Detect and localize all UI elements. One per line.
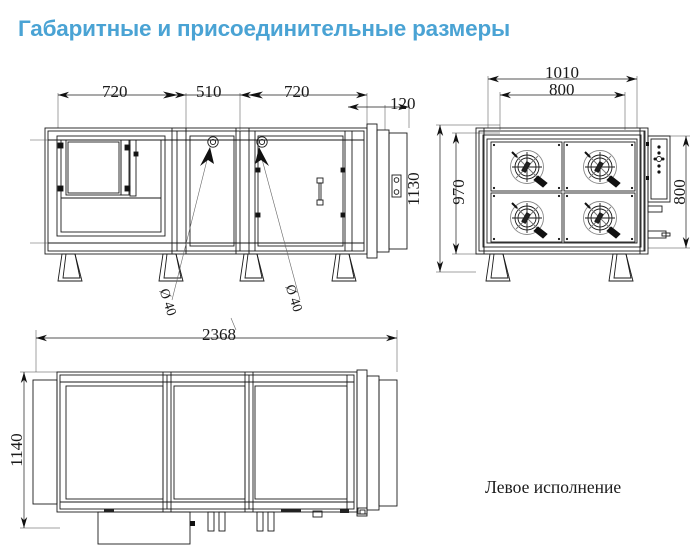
plan-pipe-stubs	[207, 511, 275, 532]
leader-arrow-right	[255, 147, 269, 166]
filter-clamp	[510, 201, 548, 239]
side-port-lower	[647, 230, 667, 239]
drain-port-right	[256, 136, 268, 148]
front-third-module	[255, 135, 346, 247]
door-handle-icon	[316, 177, 324, 206]
filter-clamp	[510, 150, 548, 188]
side-port-upper	[647, 205, 663, 213]
handing-note: Левое исполнение	[485, 477, 622, 497]
dim-text-510: 510	[196, 82, 222, 101]
page-title: Габаритные и присоединительные размеры	[18, 16, 511, 41]
dim-text-720a: 720	[102, 82, 128, 101]
control-box	[646, 135, 671, 203]
front-legs	[57, 253, 357, 282]
plan-top-view	[20, 317, 398, 545]
dim-text-1140: 1140	[7, 433, 26, 467]
plan-panel	[254, 385, 348, 500]
plan-electrical-box	[97, 511, 191, 545]
filter-panel-grid	[490, 141, 636, 243]
filter-clamp-group	[510, 150, 621, 239]
front-left-module	[56, 135, 166, 237]
filter-clamp	[583, 201, 621, 239]
dim-text-800-right: 800	[670, 179, 689, 205]
flange-latch	[391, 174, 402, 198]
drain-leaders	[171, 147, 301, 301]
dim-text-1010: 1010	[545, 63, 579, 82]
drain-port-left	[207, 136, 219, 148]
inspection-window	[65, 139, 122, 196]
dim-text-120: 120	[390, 94, 416, 113]
side-legs	[485, 253, 634, 282]
dim-text-720b: 720	[284, 82, 310, 101]
dim-text-1130: 1130	[404, 172, 423, 206]
front-second-module	[189, 135, 235, 247]
front-elevation-view	[30, 91, 410, 301]
plan-inlet-flange	[32, 379, 58, 505]
dim-text-2368: 2368	[202, 325, 236, 344]
filter-clamp	[583, 150, 621, 188]
leader-arrow-left	[200, 147, 214, 166]
dim-text-970: 970	[449, 179, 468, 205]
plan-panel	[65, 385, 164, 500]
dim-text-800-top: 800	[549, 80, 575, 99]
front-outlet-flange	[366, 123, 408, 259]
plan-panel-group	[65, 385, 348, 500]
side-elevation-view	[436, 75, 690, 282]
plan-panel	[173, 385, 246, 500]
plan-cabinet-outline	[56, 371, 358, 513]
plan-outlet-flange	[356, 369, 398, 517]
